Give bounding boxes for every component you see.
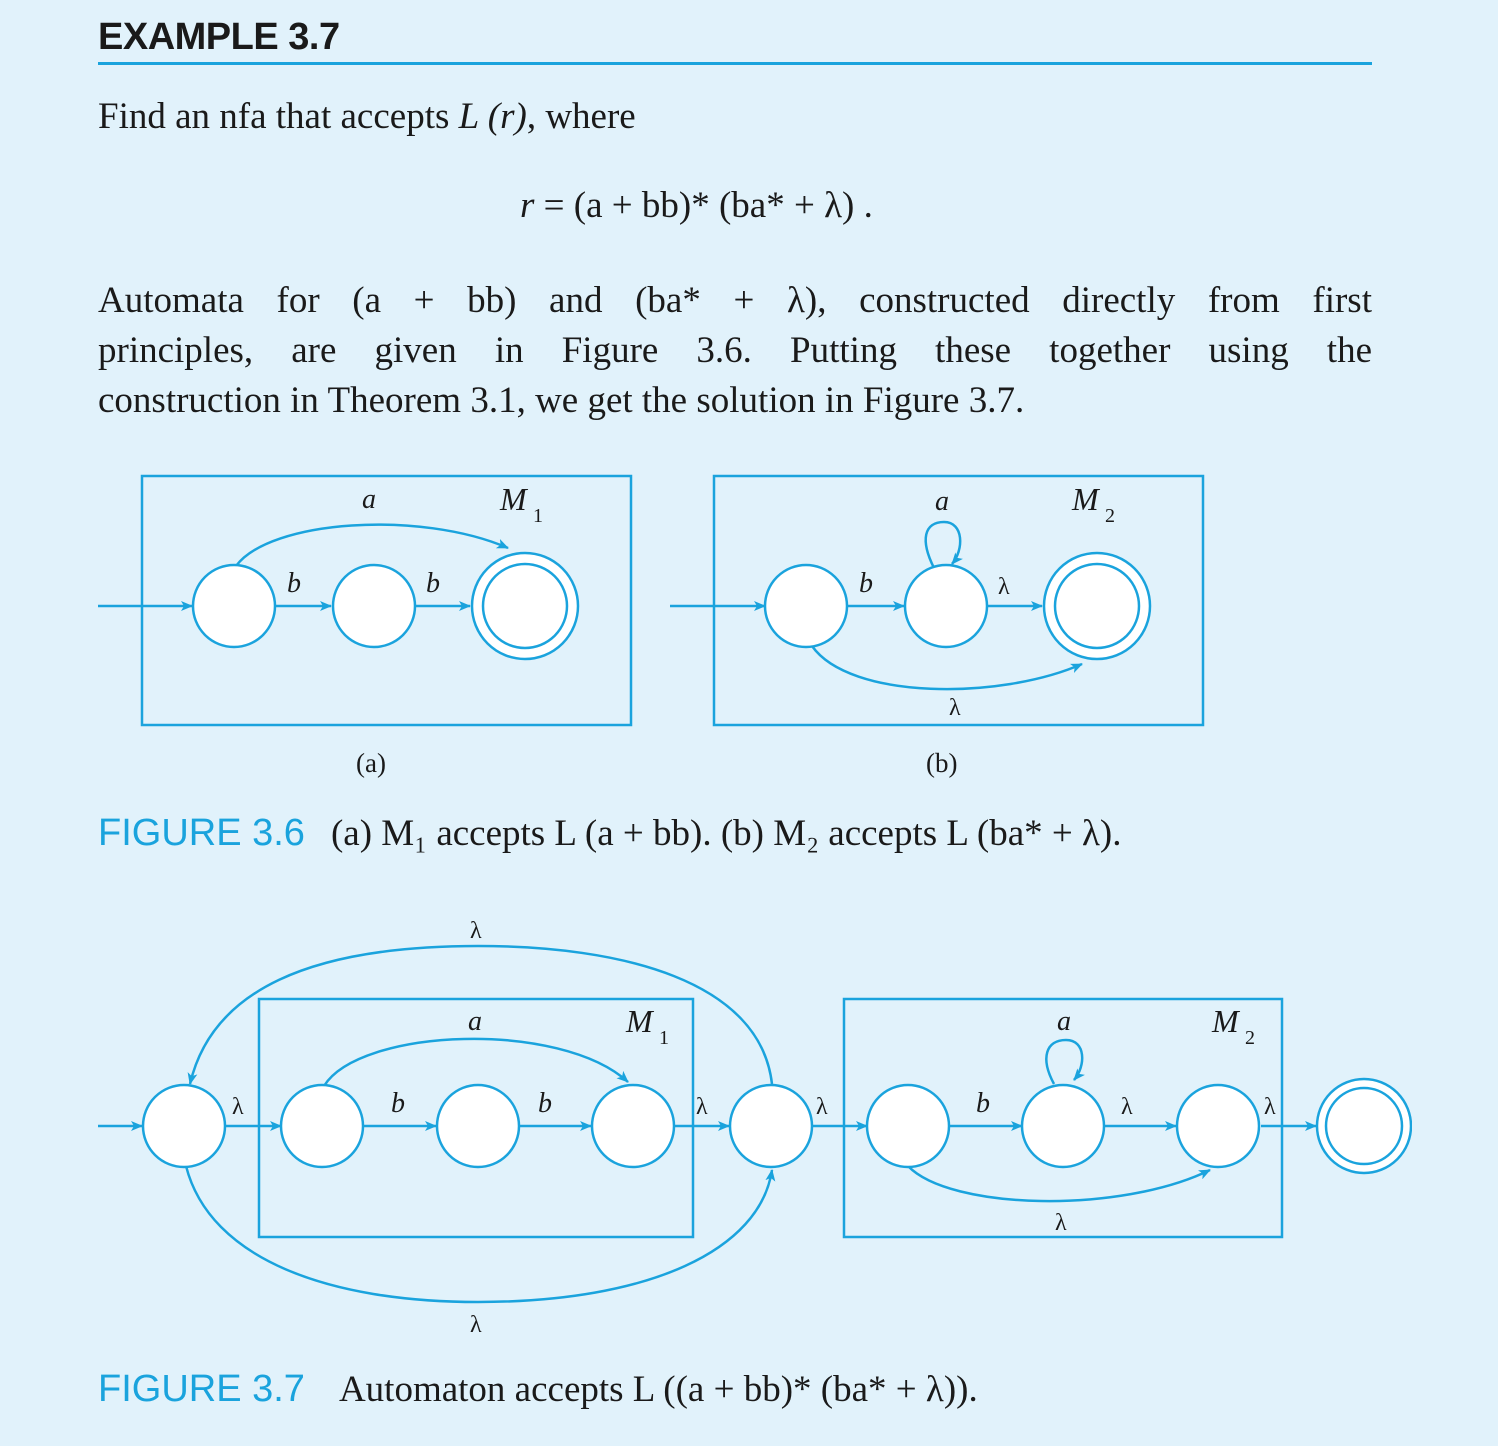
edge-lambda-top-37 (187, 944, 774, 1085)
intro-tail: , where (526, 96, 636, 137)
m1-box-37 (257, 997, 695, 1239)
loop-a-37 (1045, 1038, 1085, 1085)
intro-sentence: Find an nfa that accepts L (r), where (98, 92, 636, 142)
label-a-37: a (468, 1006, 482, 1037)
state-b-3-inner (1053, 562, 1141, 650)
figure-37-label: FIGURE 3.7 (98, 1368, 305, 1410)
label-m1-37: M (625, 1003, 655, 1039)
state-b-2 (903, 563, 989, 649)
state-a-3-outer (470, 551, 580, 661)
label-m2-b: M (1071, 481, 1101, 517)
state-a-2 (331, 563, 417, 649)
state-a-3-inner (481, 562, 569, 650)
label-b1-a: b (287, 568, 301, 599)
final-state-clip (1412, 1070, 1498, 1190)
label-loop-37: a (1057, 1006, 1071, 1037)
figure-37-text: Automaton accepts L ((a + bb)* (ba* + λ)… (338, 1369, 978, 1410)
label-lambda-mid-37: λ (1121, 1094, 1133, 1120)
label-lambda-3-37: λ (816, 1094, 828, 1120)
label-m2-37: M (1211, 1003, 1241, 1039)
intro-text: Find an nfa that accepts (98, 96, 450, 137)
state-37-7 (1020, 1083, 1106, 1169)
m1-box-a (140, 474, 633, 727)
explanation-paragraph: Automata for (a + bb) and (ba* + λ), con… (98, 276, 1372, 426)
edge-a-37 (322, 1037, 629, 1087)
state-37-2 (279, 1083, 365, 1169)
edge-a-a (234, 523, 509, 567)
label-m1-sub-a: 1 (533, 505, 543, 527)
label-loop-b: a (935, 486, 949, 517)
label-m2-sub-37: 2 (1245, 1027, 1255, 1049)
label-lambda-bottom-37: λ (470, 1312, 482, 1338)
state-37-6 (865, 1083, 951, 1169)
heading-rule (98, 62, 1372, 65)
edge-lambda-bottom-37 (184, 1165, 776, 1304)
label-lambda-bottom-b: λ (949, 695, 961, 721)
label-lambda-top-37: λ (470, 918, 482, 944)
paragraph-line-2: principles, are given in Figure 3.6. Put… (98, 330, 1372, 371)
label-lambda-2-37: λ (696, 1094, 708, 1120)
label-lambda-1-37: λ (232, 1094, 244, 1120)
label-lambda-4-37: λ (1264, 1094, 1276, 1120)
intro-expr: L (r) (458, 96, 527, 137)
figure-36-text: (a) M₁ accepts L (a + bb). (b) M₂ accept… (330, 813, 1122, 854)
state-37-3 (435, 1083, 521, 1169)
state-37-5 (728, 1083, 814, 1169)
state-37-1 (141, 1083, 227, 1169)
label-m1-a: M (499, 481, 529, 517)
loop-a-b (924, 520, 963, 569)
panel-a-caption: (a) (356, 748, 386, 778)
state-37-final-inner (1324, 1086, 1404, 1166)
m2-box-b (712, 474, 1205, 727)
label-a-top-a: a (362, 484, 376, 515)
example-heading: EXAMPLE 3.7 (98, 16, 340, 58)
label-lambda-mid-b: λ (998, 574, 1010, 600)
label-b2-37: b (538, 1088, 552, 1119)
edge-lambda-bottom-b (810, 645, 1083, 691)
regex-equation: r = (a + bb)* (ba* + λ) . (520, 184, 873, 227)
state-b-3-outer (1042, 551, 1152, 661)
state-a-1 (191, 563, 277, 649)
equation-rhs: = (a + bb)* (ba* + λ) . (543, 185, 873, 226)
figure-37-caption: FIGURE 3.7 Automaton accepts L ((a + bb)… (98, 1368, 978, 1411)
label-m2-sub-b: 2 (1105, 505, 1115, 527)
label-m1-sub-37: 1 (659, 1027, 669, 1049)
edge-lambda-bottom-m2-37 (907, 1165, 1211, 1203)
paragraph-line-1: Automata for (a + bb) and (ba* + λ), con… (98, 280, 1372, 321)
label-b-37: b (976, 1088, 990, 1119)
label-b2-a: b (426, 568, 440, 599)
panel-b-caption: (b) (926, 748, 957, 778)
label-lambda-bottom-m2-37: λ (1055, 1210, 1067, 1236)
state-37-4 (590, 1083, 676, 1169)
paragraph-line-3: construction in Theorem 3.1, we get the … (98, 380, 1025, 421)
state-37-final-outer (1315, 1077, 1413, 1175)
label-b-b: b (859, 568, 873, 599)
state-37-8 (1175, 1083, 1261, 1169)
figure-36-label: FIGURE 3.6 (98, 812, 305, 854)
label-b1-37: b (391, 1088, 405, 1119)
equation-lhs: r (520, 185, 535, 226)
m2-box-37 (842, 997, 1284, 1239)
figure-36-caption: FIGURE 3.6 (a) M₁ accepts L (a + bb). (b… (98, 812, 1122, 855)
state-b-1 (763, 563, 849, 649)
